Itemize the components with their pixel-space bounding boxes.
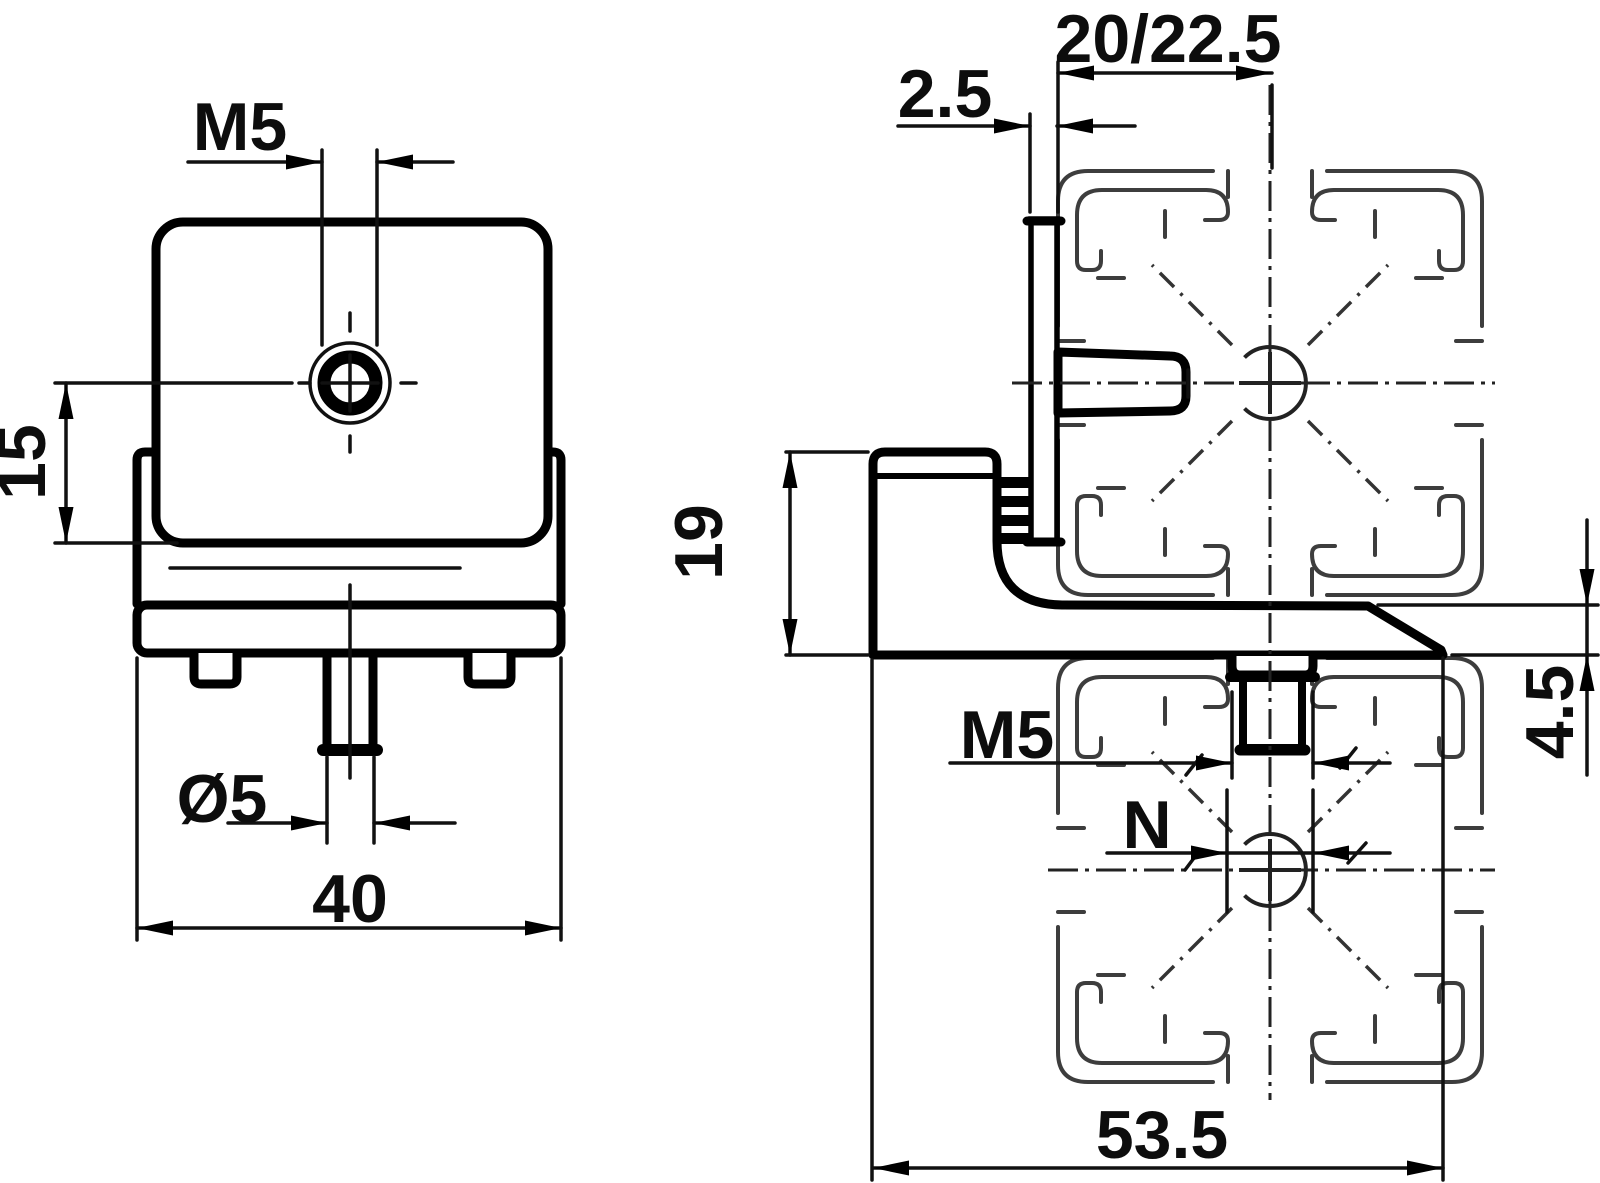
top-profile-diagonal-centerlines — [1150, 263, 1390, 503]
right-foot — [463, 653, 516, 689]
m5-hole — [297, 311, 418, 454]
dim-label-front-stud-dia: Ø5 — [177, 761, 268, 837]
angle-bracket — [868, 447, 1448, 660]
jaw-right-edge — [543, 447, 566, 609]
dim-label-side-height: 19 — [661, 504, 737, 580]
bottom-profile-cross-section — [1056, 656, 1484, 1084]
side-view — [868, 216, 1448, 756]
dim-label-front-thread: M5 — [193, 89, 287, 165]
dim-label-side-depth: 53.5 — [1096, 1097, 1228, 1173]
dimensions-front: M5 15 Ø5 40 — [0, 89, 563, 942]
clamp-plate-caps — [1022, 216, 1066, 547]
top-profile-cross-section — [1056, 169, 1484, 597]
dimensions-side: 20/22.5 2.5 19 M5 N 4.5 — [661, 1, 1600, 1182]
clamp-plate — [1028, 216, 1060, 545]
dim-label-front-offset: 15 — [0, 424, 60, 500]
dim-label-slot-offset: 20/22.5 — [1055, 1, 1282, 77]
dim-label-slot-width: N — [1122, 787, 1171, 863]
bottom-profile-diagonal-centerlines — [1150, 750, 1390, 990]
dim-label-front-width: 40 — [312, 861, 388, 937]
dim-label-leg-thickness: 4.5 — [1512, 665, 1588, 760]
jaw-left-edge — [132, 447, 161, 609]
top-profile-bore — [1239, 345, 1308, 421]
centerlines — [1012, 85, 1495, 1100]
dim-label-side-thread: M5 — [960, 697, 1054, 773]
bottom-profile-bore — [1239, 832, 1308, 908]
dim-label-plate-thickness: 2.5 — [898, 56, 993, 132]
lower-stud — [1225, 656, 1320, 756]
front-view — [132, 217, 566, 780]
serration-teeth — [997, 477, 1030, 544]
left-foot — [189, 653, 242, 689]
